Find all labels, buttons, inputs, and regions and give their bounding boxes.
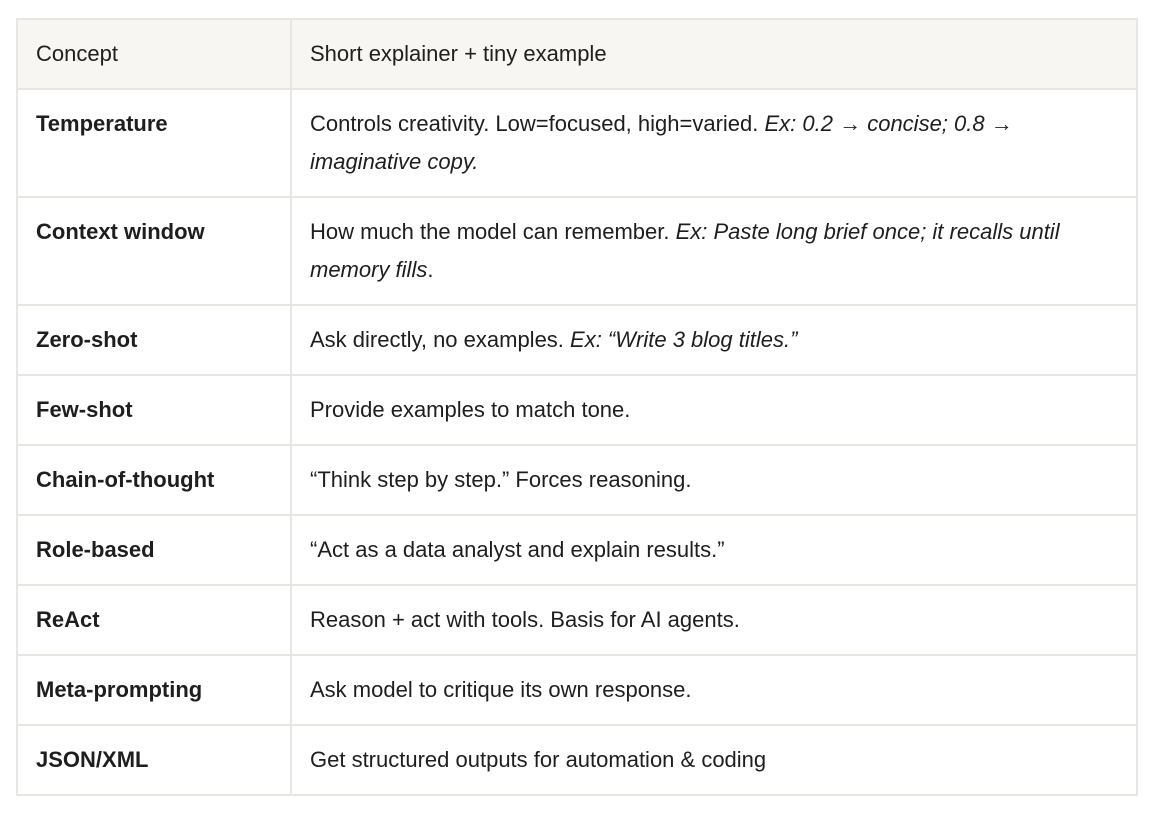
table-row: JSON/XML Get structured outputs for autom… [16, 724, 1138, 796]
concept-cell: Zero-shot [16, 304, 292, 376]
explainer-text: “Think step by step.” Forces reasoning. [310, 467, 692, 492]
concept-cell: Context window [16, 196, 292, 306]
column-header-explainer: Short explainer + tiny example [290, 18, 1138, 90]
table-row: Meta-prompting Ask model to critique its … [16, 654, 1138, 726]
example-text: Ex: 0.2 → concise; 0.8 → imaginative cop… [310, 111, 1013, 174]
explainer-cell: How much the model can remember. Ex: Pas… [290, 196, 1138, 306]
explainer-text: How much the model can remember. [310, 219, 676, 244]
explainer-cell: Reason + act with tools. Basis for AI ag… [290, 584, 1138, 656]
concept-cell: Meta-prompting [16, 654, 292, 726]
explainer-text: Reason + act with tools. Basis for AI ag… [310, 607, 740, 632]
explainer-cell: Controls creativity. Low=focused, high=v… [290, 88, 1138, 198]
explainer-cell: Provide examples to match tone. [290, 374, 1138, 446]
column-header-concept: Concept [16, 18, 292, 90]
explainer-text: Ask directly, no examples. [310, 327, 571, 352]
table-row: Temperature Controls creativity. Low=focu… [16, 88, 1138, 198]
concept-cell: Role-based [16, 514, 292, 586]
explainer-text: Get structured outputs for automation & … [310, 747, 767, 772]
header-row: Concept Short explainer + tiny example [16, 18, 1138, 90]
table-row: Few-shot Provide examples to match tone. [16, 374, 1138, 446]
explainer-cell: Ask model to critique its own response. [290, 654, 1138, 726]
table-row: Role-based “Act as a data analyst and exp… [16, 514, 1138, 586]
explainer-cell: “Think step by step.” Forces reasoning. [290, 444, 1138, 516]
table-row: Chain-of-thought “Think step by step.” Fo… [16, 444, 1138, 516]
explainer-text: Ask model to critique its own response. [310, 677, 692, 702]
table-row: ReAct Reason + act with tools. Basis for … [16, 584, 1138, 656]
table-container: Concept Short explainer + tiny example T… [16, 18, 1138, 796]
explainer-text: Provide examples to match tone. [310, 397, 631, 422]
explainer-text: “Act as a data analyst and explain resul… [310, 537, 725, 562]
explainer-text: . [427, 257, 434, 282]
concept-cell: ReAct [16, 584, 292, 656]
explainer-cell: Get structured outputs for automation & … [290, 724, 1138, 796]
explainer-cell: “Act as a data analyst and explain resul… [290, 514, 1138, 586]
example-text: Ex: “Write 3 blog titles.” [570, 327, 798, 352]
explainer-text: Controls creativity. Low=focused, high=v… [310, 111, 765, 136]
example-text: Ex: Paste long brief once; it recalls un… [310, 219, 1060, 282]
concept-cell: Chain-of-thought [16, 444, 292, 516]
concept-cell: JSON/XML [16, 724, 292, 796]
concept-cell: Few-shot [16, 374, 292, 446]
concept-cell: Temperature [16, 88, 292, 198]
concepts-table: Concept Short explainer + tiny example T… [16, 18, 1138, 796]
explainer-cell: Ask directly, no examples. Ex: “Write 3 … [290, 304, 1138, 376]
